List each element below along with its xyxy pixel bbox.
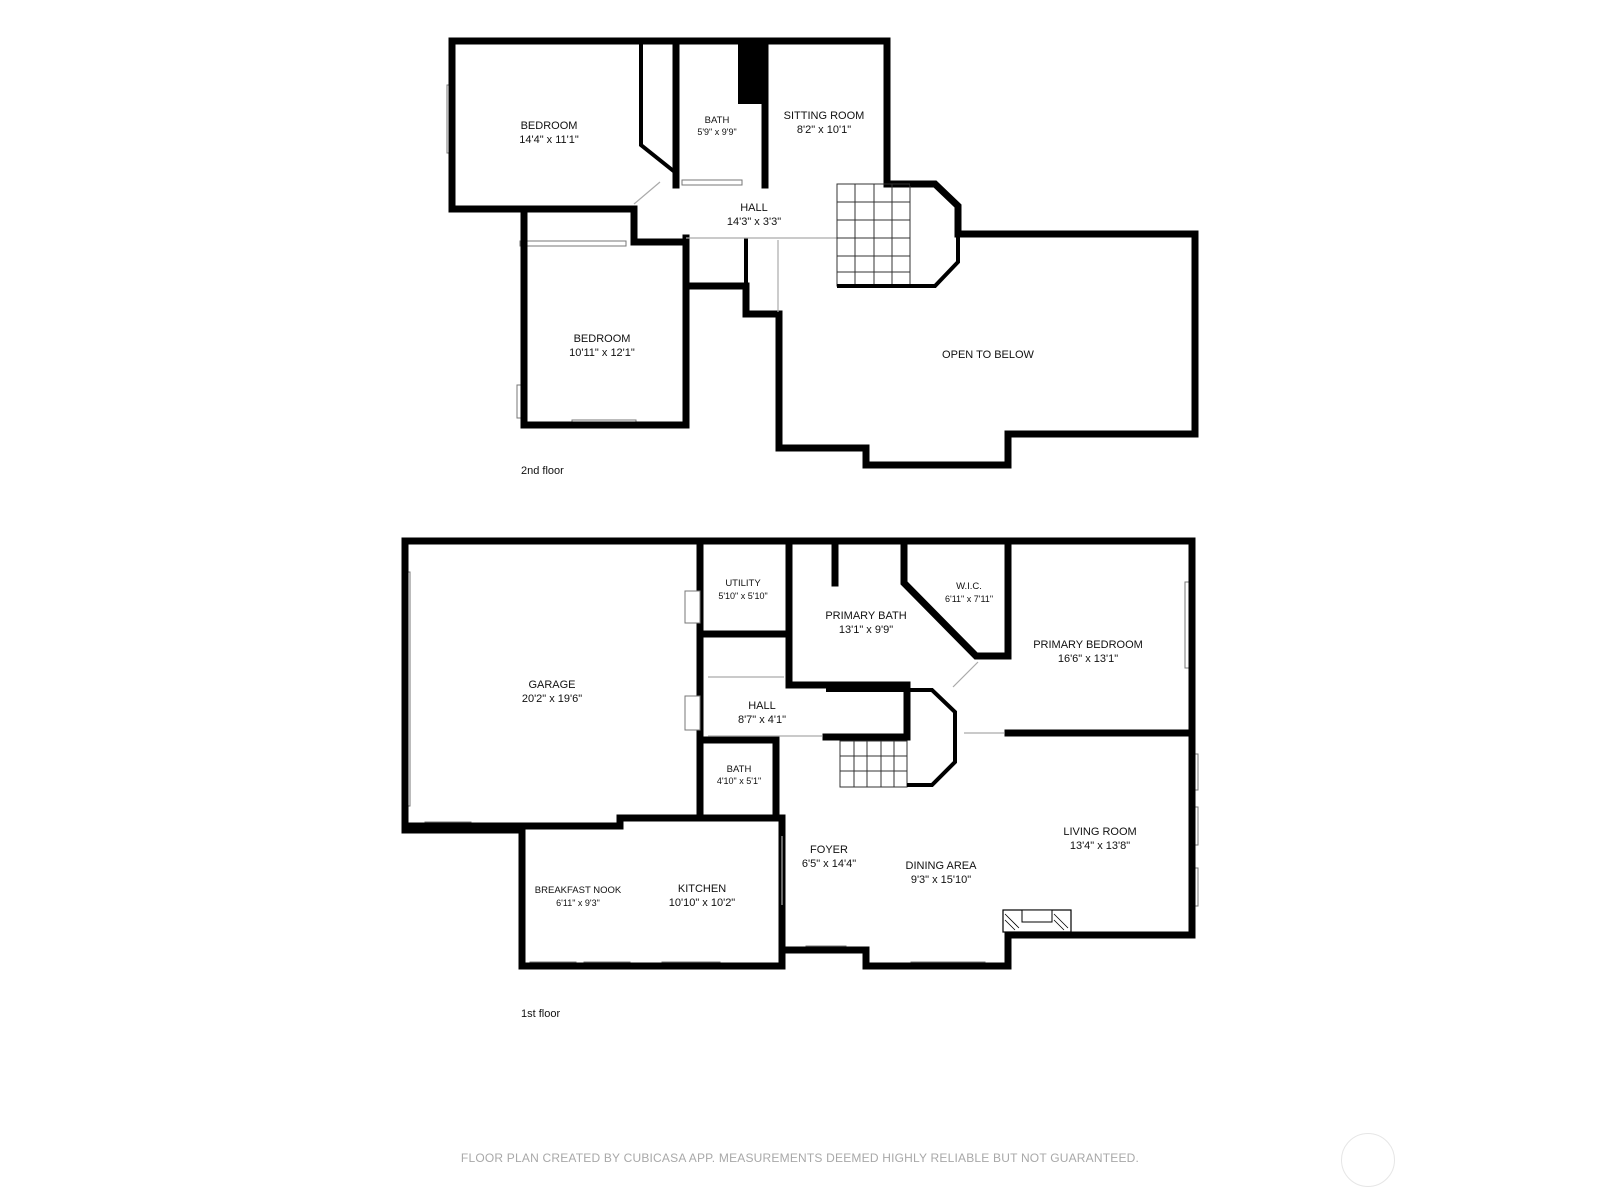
room-name-breakfast-nook: BREAKFAST NOOK xyxy=(535,885,622,896)
room-dim-hall-lower: 8'7" x 4'1" xyxy=(738,714,786,726)
room-dim-bedroom-a: 14'4" x 11'1" xyxy=(519,134,579,146)
window xyxy=(681,179,743,186)
second-floor-labels: BEDROOM 14'4" x 11'1" BATH 5'9" x 9'9" S… xyxy=(519,110,1034,477)
floor-label-first: 1st floor xyxy=(521,1008,560,1020)
door-hall xyxy=(684,695,701,731)
wall-wic xyxy=(900,537,1012,660)
room-dim-dining-area: 9'3" x 15'10" xyxy=(911,874,971,886)
door-bedroom-a xyxy=(633,181,661,205)
room-dim-garage: 20'2" x 19'6" xyxy=(522,693,582,705)
room-dim-primary-bedroom: 16'6" x 13'1" xyxy=(1058,653,1118,665)
room-dim-kitchen: 10'10" x 10'2" xyxy=(669,897,736,909)
logo-badge xyxy=(1341,1133,1395,1187)
wall-bedroom-a xyxy=(448,37,1199,469)
wall-primary-bath xyxy=(785,537,911,741)
room-dim-bath-upper: 5'9" x 9'9" xyxy=(697,127,736,137)
door-utility xyxy=(684,590,701,624)
staircase-upper xyxy=(836,182,960,288)
first-floor-plan xyxy=(401,537,1199,970)
room-name-primary-bedroom: PRIMARY BEDROOM xyxy=(1033,639,1143,651)
room-dim-utility: 5'10" x 5'10" xyxy=(718,591,767,601)
window xyxy=(519,240,627,247)
wall-hall-lower xyxy=(696,736,780,822)
second-floor-plan xyxy=(446,37,1199,469)
room-name-open-to-below: OPEN TO BELOW xyxy=(942,349,1035,361)
wall-outer xyxy=(401,537,1196,970)
first-floor-labels: GARAGE 20'2" x 19'6" UTILITY 5'10" x 5'1… xyxy=(521,578,1143,1020)
room-name-bedroom-b: BEDROOM xyxy=(574,333,631,345)
door-primary-bedroom xyxy=(952,661,979,688)
room-dim-bedroom-b: 10'11" x 12'1" xyxy=(569,347,635,359)
wall-closet xyxy=(826,688,909,739)
chimney-block xyxy=(738,41,765,104)
room-name-hall-upper: HALL xyxy=(740,202,768,214)
footer-disclaimer: FLOOR PLAN CREATED BY CUBICASA APP. MEAS… xyxy=(460,1151,1140,1165)
room-name-hall-lower: HALL xyxy=(748,700,776,712)
staircase-lower xyxy=(839,688,957,788)
room-name-sitting-room: SITTING ROOM xyxy=(784,110,865,122)
room-dim-foyer: 6'5" x 14'4" xyxy=(802,858,856,870)
room-name-utility: UTILITY xyxy=(725,578,761,589)
room-dim-sitting-room: 8'2" x 10'1" xyxy=(797,124,851,136)
room-name-kitchen: KITCHEN xyxy=(678,883,726,895)
room-dim-primary-bath: 13'1" x 9'9" xyxy=(839,624,893,636)
room-dim-wic: 6'11" x 7'11" xyxy=(945,594,993,604)
room-name-living-room: LIVING ROOM xyxy=(1063,826,1136,838)
room-dim-bath-lower: 4'10" x 5'1" xyxy=(717,776,761,786)
wall-hall-bottom xyxy=(520,205,690,246)
room-name-foyer: FOYER xyxy=(810,844,848,856)
room-name-wic: W.I.C. xyxy=(956,581,982,592)
wall-bedroom-a-right xyxy=(639,41,678,175)
room-dim-breakfast-nook: 6'11" x 9'3" xyxy=(556,898,600,908)
room-name-bedroom-a: BEDROOM xyxy=(521,120,578,132)
room-name-bath-upper: BATH xyxy=(705,115,730,126)
fireplace xyxy=(1002,909,1072,933)
floor-label-second: 2nd floor xyxy=(521,465,564,477)
room-dim-living-room: 13'4" x 13'8" xyxy=(1070,840,1130,852)
room-name-garage: GARAGE xyxy=(528,679,575,691)
room-name-dining-area: DINING AREA xyxy=(906,860,978,872)
room-name-bath-lower: BATH xyxy=(727,764,752,775)
room-name-primary-bath: PRIMARY BATH xyxy=(825,610,906,622)
room-dim-hall-upper: 14'3" x 3'3" xyxy=(727,216,781,228)
